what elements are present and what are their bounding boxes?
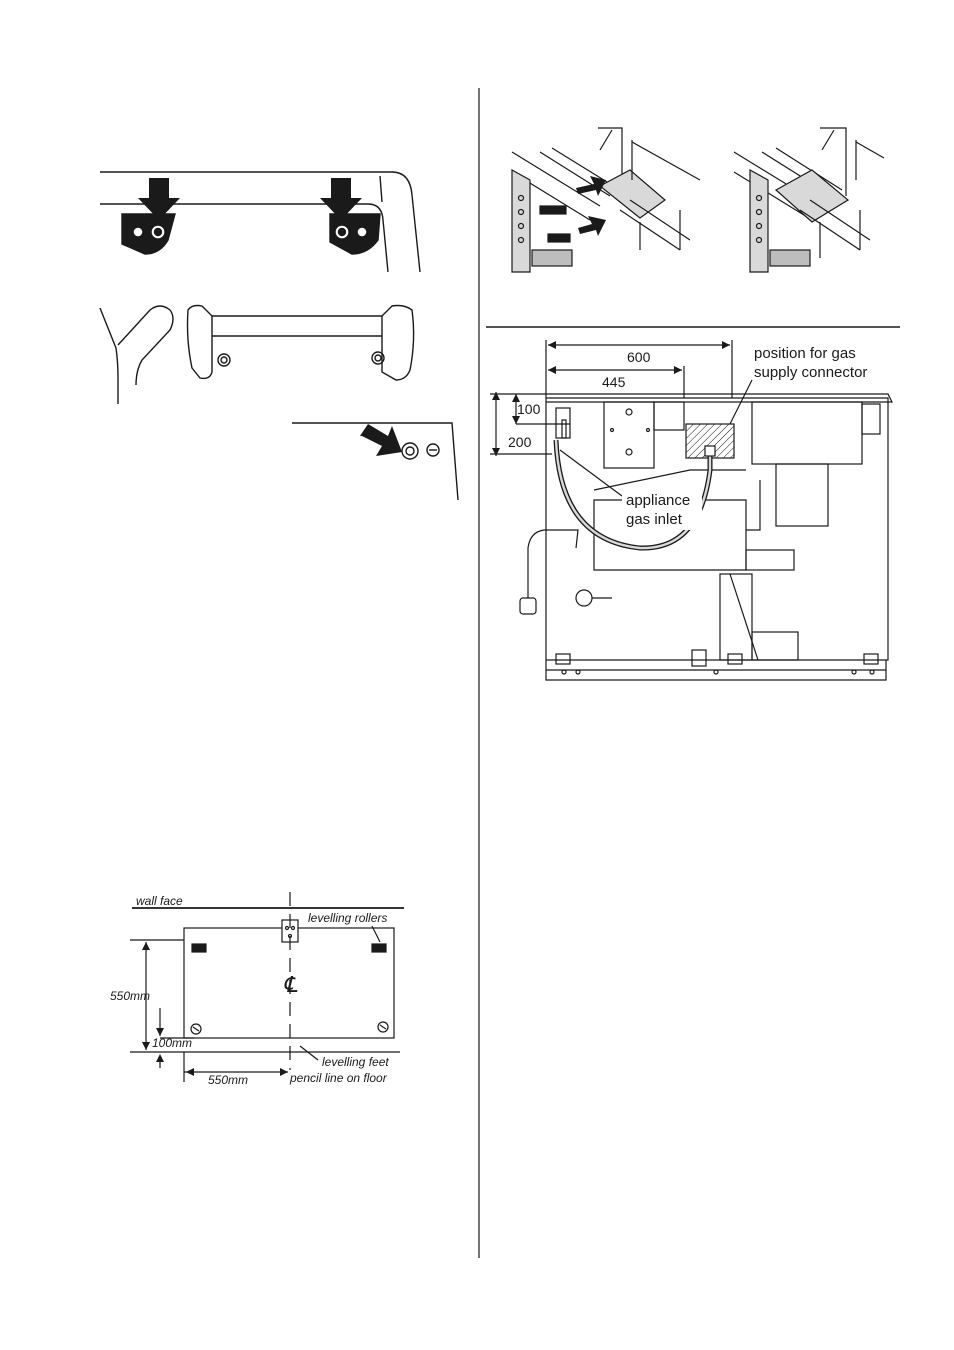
arrow-right-upper-icon [576, 176, 606, 196]
dim-600: 600 [627, 349, 651, 365]
label-wall-face: wall face [136, 894, 183, 908]
label-centreline: ℄ [283, 972, 298, 997]
label-levelling-rollers: levelling rollers [308, 911, 387, 925]
callout-gas-supply-1: position for gas [754, 345, 856, 362]
label-dim-offset: 100mm [152, 1036, 192, 1050]
label-dim-vertical: 550mm [110, 989, 150, 1003]
dim-100: 100 [517, 401, 541, 417]
arrow-diagonal-icon [360, 424, 402, 456]
fig-handle-brackets [100, 172, 420, 272]
fig-rail-views [512, 128, 884, 272]
arrow-right-lower-icon [578, 216, 606, 236]
dim-200: 200 [508, 434, 532, 450]
fig-handle-rail [100, 306, 414, 405]
callout-gas-inlet-1: appliance [626, 492, 690, 509]
label-pencil-line: pencil line on floor [289, 1071, 388, 1085]
left-bracket [122, 214, 175, 254]
label-levelling-feet: levelling feet [322, 1055, 389, 1069]
dim-445: 445 [602, 374, 626, 390]
plug-icon [520, 598, 536, 614]
callout-gas-supply-2: supply connector [754, 364, 867, 381]
label-dim-horizontal: 550mm [208, 1073, 248, 1087]
floor-plan-arrowheads [142, 942, 288, 1076]
callout-gas-inlet-2: gas inlet [626, 511, 683, 528]
